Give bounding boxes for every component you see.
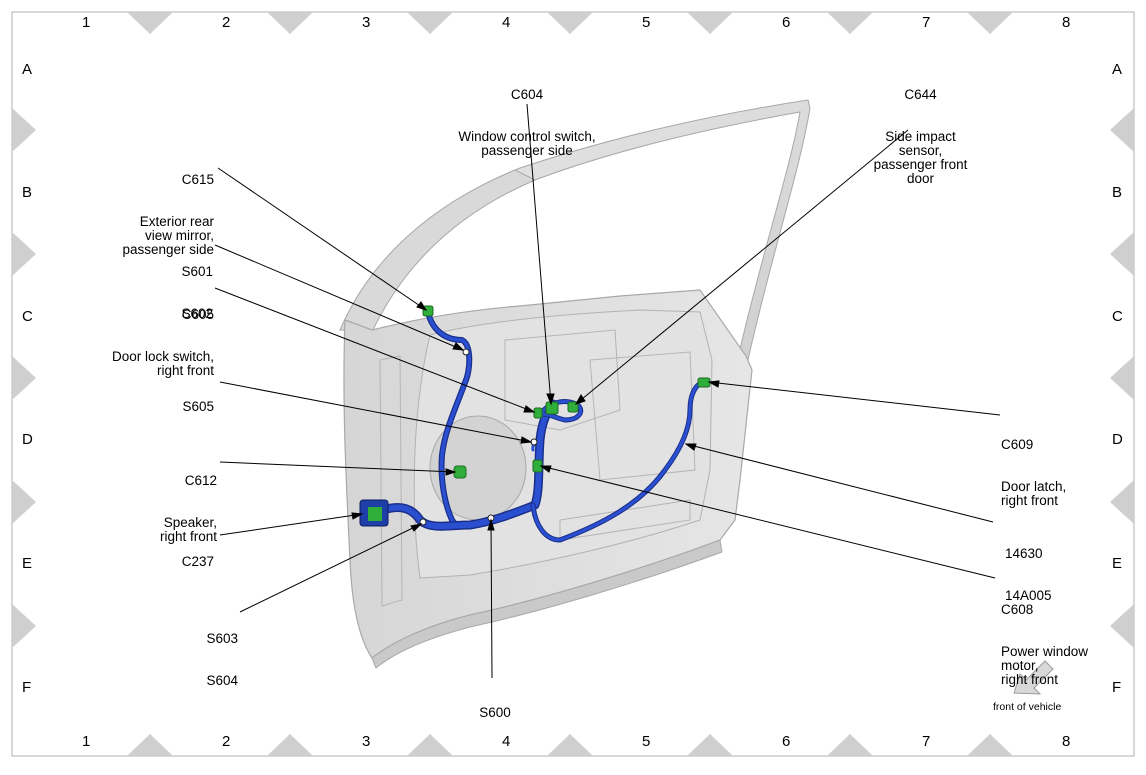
callout-c609: C609 Door latch, right front (1001, 410, 1111, 536)
callout-s603-s604: S603 S604 (130, 604, 238, 716)
col-label-5-bottom: 5 (642, 733, 651, 750)
front-of-vehicle-arrow-icon (1013, 660, 1054, 695)
callout-s601-s602: S601 S602 (100, 237, 213, 349)
connector-c237-face (368, 507, 382, 521)
callout-c608: C608 Power window motor, right front (1001, 575, 1121, 715)
zone-markers-bottom (127, 734, 1013, 756)
col-label-1-top: 1 (82, 14, 91, 31)
callout-s601-code: S601 (181, 264, 213, 279)
callout-s605-code: S605 (182, 399, 214, 414)
col-label-8-bottom: 8 (1062, 733, 1071, 750)
door-bottom-sill (371, 539, 723, 669)
wire-harness (373, 309, 706, 543)
col-label-4-top: 4 (502, 14, 511, 31)
callout-c615-desc: Exterior rear view mirror, passenger sid… (122, 214, 214, 257)
row-label-c-left: C (22, 308, 33, 325)
callout-c612-desc: Speaker, right front (159, 515, 217, 544)
callout-c644-code: C644 (904, 87, 937, 102)
col-label-7-bottom: 7 (922, 733, 931, 750)
row-label-d-right: D (1112, 431, 1123, 448)
col-label-8-top: 8 (1062, 14, 1071, 31)
col-label-4-bottom: 4 (502, 733, 511, 750)
callout-c605: C605 Door lock switch, right front (60, 280, 214, 406)
col-label-5-top: 5 (642, 14, 651, 31)
connector-c604 (545, 401, 559, 415)
zone-markers-left (12, 108, 36, 648)
splice-s601 (462, 348, 470, 356)
row-label-b-left: B (22, 184, 33, 201)
col-label-6-bottom: 6 (782, 733, 791, 750)
callout-14630-code: 14630 (1005, 546, 1043, 561)
row-label-f-right: F (1112, 679, 1122, 696)
connector-c609 (697, 377, 711, 388)
row-label-e-right: E (1112, 555, 1123, 572)
col-label-3-bottom: 3 (362, 733, 371, 750)
callout-s604-code: S604 (206, 673, 238, 688)
callout-c615: C615 Exterior rear view mirror, passenge… (60, 145, 214, 285)
leader-lines (214, 103, 1001, 679)
col-label-3-top: 3 (362, 14, 371, 31)
col-label-6-top: 6 (782, 14, 791, 31)
row-label-b-right: B (1112, 184, 1123, 201)
row-label-f-left: F (22, 679, 32, 696)
callout-c604-code: C604 (510, 87, 544, 102)
zone-markers-right (1110, 108, 1134, 648)
col-label-2-top: 2 (222, 14, 231, 31)
callout-c604-desc: Window control switch, passenger side (458, 129, 596, 158)
row-label-e-left: E (22, 555, 33, 572)
callout-c612-code: C612 (184, 473, 217, 488)
row-label-a-left: A (22, 61, 33, 78)
callout-c609-desc: Door latch, right front (1001, 479, 1067, 508)
callout-c612: C612 Speaker, right front (60, 446, 217, 572)
callout-c605-code: C605 (181, 307, 214, 322)
col-label-1-bottom: 1 (82, 733, 91, 750)
callout-c608-desc: Power window motor, right front (1001, 644, 1089, 687)
col-label-7-top: 7 (922, 14, 931, 31)
callout-s603-code: S603 (206, 631, 238, 646)
col-label-2-bottom: 2 (222, 733, 231, 750)
callout-s602-code: S602 (181, 306, 213, 321)
connector-c605 (533, 407, 543, 419)
callout-c615-code: C615 (181, 172, 214, 187)
callout-s600: S600 (455, 678, 535, 748)
callout-c644: C644 Side impact sensor, passenger front… (848, 60, 993, 214)
callout-c237-code: C237 (181, 554, 214, 569)
zone-markers-top (127, 12, 1013, 34)
door-illustration (339, 99, 811, 669)
callout-c237: C237 (100, 527, 214, 597)
callout-s600-code: S600 (479, 705, 511, 720)
row-label-d-left: D (22, 431, 33, 448)
callout-s605: S605 (100, 372, 214, 442)
connectors (359, 305, 711, 527)
front-of-vehicle-label: front of vehicle (993, 701, 1062, 713)
callout-c605-desc: Door lock switch, right front (111, 349, 214, 378)
callout-c609-code: C609 (1001, 437, 1034, 452)
callout-14a005-code: 14A005 (1005, 588, 1052, 603)
callout-c604: C604 Window control switch, passenger si… (432, 60, 622, 186)
callout-c608-code: C608 (1001, 602, 1034, 617)
door-a-pillar (339, 169, 537, 333)
door-inner-details (379, 329, 696, 607)
row-label-a-right: A (1112, 61, 1123, 78)
row-label-c-right: C (1112, 308, 1123, 325)
callout-harness-14630: 14630 14A005 (1005, 519, 1095, 631)
callout-c644-desc: Side impact sensor, passenger front door (873, 129, 968, 186)
